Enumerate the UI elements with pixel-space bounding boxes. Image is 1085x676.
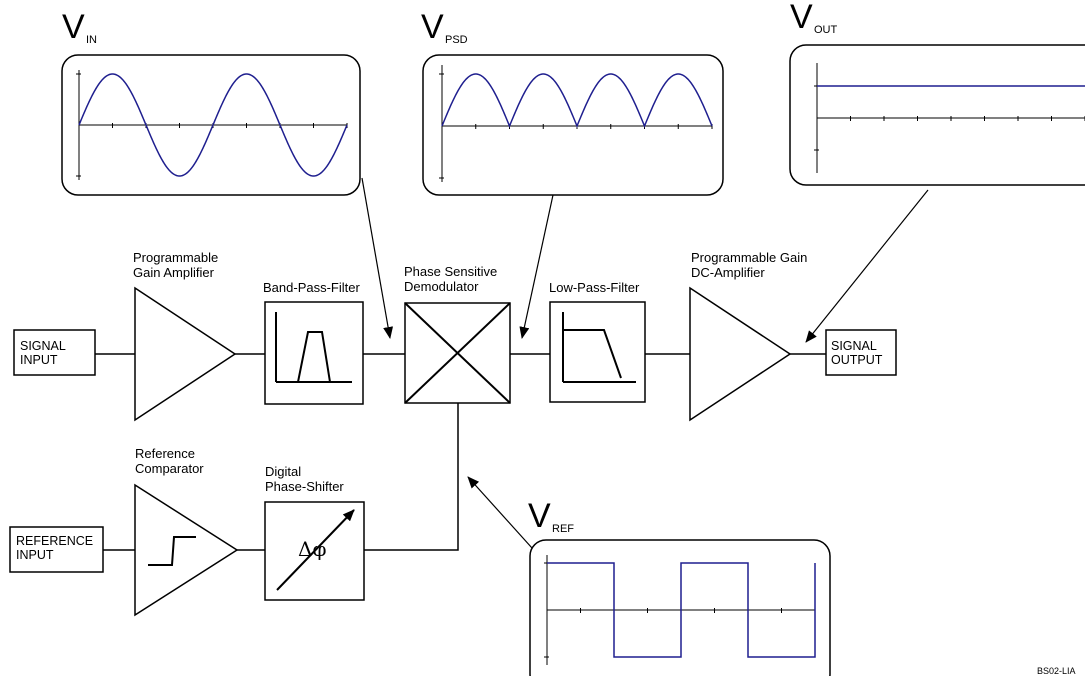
scope-pointer-arrows	[361, 177, 929, 549]
band-pass-filter: Band-Pass-Filter	[263, 280, 364, 405]
psd-label-line2: Demodulator	[404, 279, 479, 294]
lpf-label: Low-Pass-Filter	[549, 280, 640, 295]
scope-vout: V OUT	[789, 0, 1085, 186]
vpsd-letter: V	[421, 8, 444, 46]
vin-letter: V	[62, 8, 85, 46]
pga-label-line2: Gain Amplifier	[133, 265, 215, 280]
reference-input-label-line1: REFERENCE	[16, 534, 93, 548]
reference-comparator: Reference Comparator	[134, 446, 239, 617]
signal-output-label-line2: OUTPUT	[831, 353, 883, 367]
vin-pointer-arrow	[361, 177, 394, 339]
low-pass-filter: Low-Pass-Filter	[549, 280, 646, 403]
pga-label-line1: Programmable	[133, 250, 218, 265]
adjust-arrow-icon	[276, 509, 355, 591]
vref-letter: V	[528, 497, 551, 535]
reference-input-label-line2: INPUT	[16, 548, 54, 562]
vout-pointer-arrow	[805, 189, 929, 343]
ref-comp-label-line1: Reference	[135, 446, 195, 461]
vpsd-subscript: PSD	[445, 34, 468, 46]
bpf-label: Band-Pass-Filter	[263, 280, 360, 295]
signal-path-wires	[95, 353, 826, 551]
scope-vref: V REF	[528, 497, 831, 676]
vpsd-pointer-arrow	[519, 194, 554, 339]
delta-phi-symbol: Δφ	[298, 537, 326, 561]
phase-shifter-label-line2: Phase-Shifter	[265, 479, 344, 494]
scope-vin: V IN	[61, 8, 361, 196]
comparator-step-icon	[148, 536, 196, 566]
band-pass-icon	[275, 312, 352, 383]
vref-pointer-arrow	[467, 476, 533, 549]
phase-shifter-label-line1: Digital	[265, 464, 301, 479]
figure-code: BS02-LIA	[1037, 666, 1076, 676]
scope-vref-waveform	[547, 562, 816, 658]
signal-input-port: SIGNAL INPUT	[13, 329, 96, 376]
signal-output-label-line1: SIGNAL	[831, 339, 877, 353]
scope-vpsd: V PSD	[421, 8, 724, 196]
psd-label-line1: Phase Sensitive	[404, 264, 497, 279]
dca-label-line2: DC-Amplifier	[691, 265, 765, 280]
digital-phase-shifter: Δφ Digital Phase-Shifter	[264, 464, 365, 601]
vin-subscript: IN	[86, 34, 97, 46]
phase-sensitive-demodulator: Phase Sensitive Demodulator	[404, 264, 511, 404]
signal-input-label-line2: INPUT	[20, 353, 58, 367]
low-pass-icon	[562, 312, 636, 383]
vref-subscript: REF	[552, 523, 574, 535]
scope-vpsd-waveform	[441, 73, 713, 128]
vout-subscript: OUT	[814, 24, 838, 36]
vout-letter: V	[790, 0, 813, 36]
signal-output-port: SIGNAL OUTPUT	[825, 329, 897, 376]
programmable-gain-dc-amplifier: Programmable Gain DC-Amplifier	[689, 250, 807, 422]
programmable-gain-amplifier: Programmable Gain Amplifier	[133, 250, 237, 422]
dca-label-line1: Programmable Gain	[691, 250, 807, 265]
signal-input-label-line1: SIGNAL	[20, 339, 66, 353]
ref-comp-label-line2: Comparator	[135, 461, 204, 476]
scope-vin-waveform	[78, 73, 348, 177]
reference-input-port: REFERENCE INPUT	[9, 526, 104, 573]
